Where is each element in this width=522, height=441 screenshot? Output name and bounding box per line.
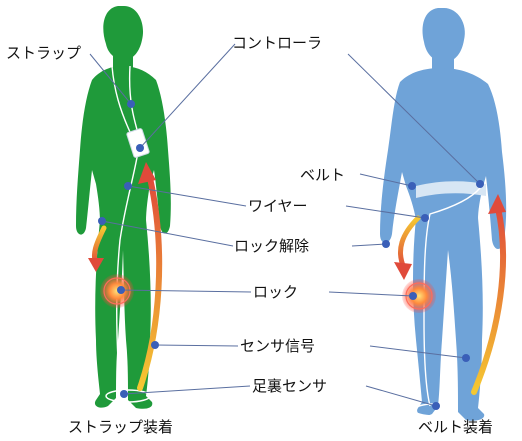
label-unlock: ロック解除	[234, 237, 309, 255]
label-wire: ワイヤー	[248, 197, 308, 215]
label-sensor-signal: センサ信号	[240, 337, 315, 355]
caption-strap-wearing: ストラップ装着	[68, 418, 173, 436]
label-sole-sensor: 足裏センサ	[252, 377, 327, 395]
label-belt: ベルト	[300, 166, 345, 184]
right-down-arrowhead	[394, 262, 412, 280]
label-controller: コントローラ	[232, 34, 322, 52]
label-lock: ロック	[253, 283, 298, 301]
label-strap: ストラップ	[6, 44, 81, 62]
left-lock-glow	[100, 274, 134, 308]
caption-belt-wearing: ベルト装着	[418, 418, 493, 436]
